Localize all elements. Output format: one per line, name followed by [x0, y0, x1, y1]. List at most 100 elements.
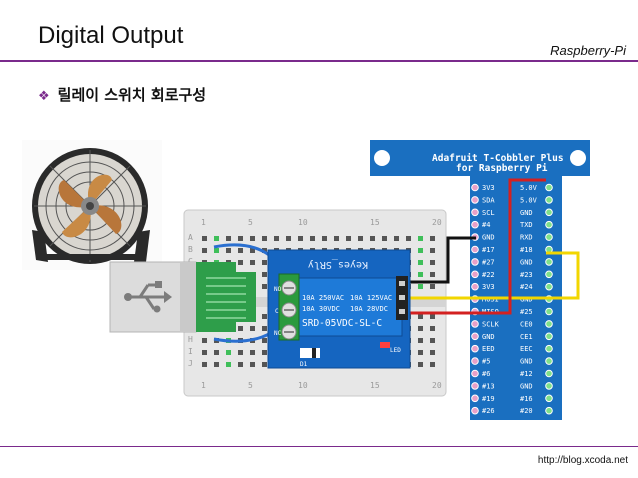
pin-label: #24: [520, 283, 533, 291]
breadboard-hole: [238, 260, 243, 265]
header-pin: [545, 270, 553, 279]
breadboard-hole: [298, 236, 303, 241]
pin-label: #13: [482, 382, 495, 390]
header-pin: [471, 394, 479, 403]
breadboard-hole: [286, 236, 291, 241]
pin-label: SCL: [482, 209, 495, 217]
relay-label: Keyes_SRly: [308, 259, 368, 270]
terminal-label: NO: [274, 286, 282, 293]
pin-label: 5.0V: [520, 196, 538, 204]
breadboard-hole: [262, 362, 267, 367]
bullet-item: ❖릴레이 스위치 회로구성: [38, 84, 206, 105]
header-pin: [545, 282, 553, 291]
breadboard-hole: [262, 338, 267, 343]
breadboard-hole: [250, 350, 255, 355]
pin-label: 5.0V: [520, 184, 538, 192]
breadboard-hole: [418, 338, 423, 343]
header-pin: [471, 245, 479, 254]
led-label: LED: [390, 347, 401, 354]
breadboard-hole: [226, 362, 231, 367]
pin-label: GND: [520, 258, 533, 266]
breadboard-hole: [250, 326, 255, 331]
terminal-label: NC: [274, 330, 282, 337]
breadboard-hole: [226, 248, 231, 253]
breadboard-hole: [238, 326, 243, 331]
header-pin: [545, 382, 553, 390]
header-pin: [545, 357, 553, 365]
breadboard-hole: [418, 284, 423, 289]
pin-label: GND: [520, 209, 533, 217]
footer-divider: [0, 446, 638, 447]
breadboard-hole: [430, 326, 435, 331]
header-pin: [471, 357, 479, 365]
pin-label: CE0: [520, 320, 533, 328]
breadboard-hole: [274, 236, 279, 241]
breadboard-hole: [322, 236, 327, 241]
breadboard-hole: [250, 248, 255, 253]
relay-rating: 10A 250VAC: [302, 294, 344, 302]
bb-row-label: A: [188, 233, 193, 242]
header-pin: [471, 369, 479, 378]
header-pin: [545, 332, 553, 341]
header-pin: [471, 208, 479, 217]
bb-col-label: 5: [248, 218, 253, 227]
breadboard-hole: [250, 362, 255, 367]
breadboard-hole: [418, 326, 423, 331]
pin-label: SDA: [482, 196, 495, 204]
diode-label: D1: [300, 361, 308, 368]
header-pin: [545, 394, 553, 403]
header-pin: [545, 369, 553, 378]
header-pin: [471, 270, 479, 279]
cobbler-title: Adafruit T-Cobbler Plus: [432, 153, 564, 164]
pin-label: #16: [520, 395, 533, 403]
breadboard-hole: [382, 236, 387, 241]
fan-image: [22, 140, 162, 270]
breadboard-hole: [418, 362, 423, 367]
relay-rating: 10A 28VDC: [350, 305, 388, 313]
breadboard-hole: [202, 338, 207, 343]
pin-label: GND: [482, 333, 495, 341]
breadboard-hole: [262, 284, 267, 289]
breadboard-hole: [430, 236, 435, 241]
breadboard-hole: [262, 272, 267, 277]
breadboard-hole: [226, 236, 231, 241]
bb-col-label: 1: [201, 218, 206, 227]
breadboard-hole: [430, 284, 435, 289]
breadboard-hole: [262, 260, 267, 265]
pin-label: EED: [482, 345, 495, 353]
pin-label: #19: [482, 395, 495, 403]
bb-row-label: B: [188, 245, 193, 254]
breadboard-hole: [346, 236, 351, 241]
pin-label: RXD: [520, 234, 533, 242]
pin-label: #20: [520, 407, 533, 415]
breadboard-hole: [238, 350, 243, 355]
pin-label: TXD: [520, 221, 533, 229]
bb-row-label: I: [188, 347, 193, 356]
bb-col-label: 5: [248, 381, 253, 390]
header-pin: [545, 233, 553, 241]
breadboard-hole: [238, 248, 243, 253]
header-pin: [471, 332, 479, 341]
header-pin: [545, 183, 553, 192]
pin-label: #22: [482, 271, 495, 279]
pin-label: 3V3: [482, 283, 495, 291]
breadboard-hole: [238, 362, 243, 367]
header-pin: [471, 282, 479, 291]
footer-url: http://blog.xcoda.net: [537, 455, 628, 466]
pin-label: EEC: [520, 345, 533, 353]
header-pin: [545, 258, 553, 266]
bb-row-label: J: [188, 359, 193, 368]
header-pin: [545, 208, 553, 217]
pin-label: #6: [482, 370, 490, 378]
breadboard-hole: [394, 236, 399, 241]
breadboard-hole: [430, 314, 435, 319]
pin-label: #25: [520, 308, 533, 316]
cobbler-subtitle: for Raspberry Pi: [456, 163, 548, 174]
breadboard-hole: [334, 236, 339, 241]
breadboard-hole: [262, 236, 267, 241]
pin-label: #26: [482, 407, 495, 415]
breadboard-hole: [214, 350, 219, 355]
header-pin: [471, 258, 479, 266]
breadboard-hole: [238, 236, 243, 241]
breadboard-hole: [214, 362, 219, 367]
